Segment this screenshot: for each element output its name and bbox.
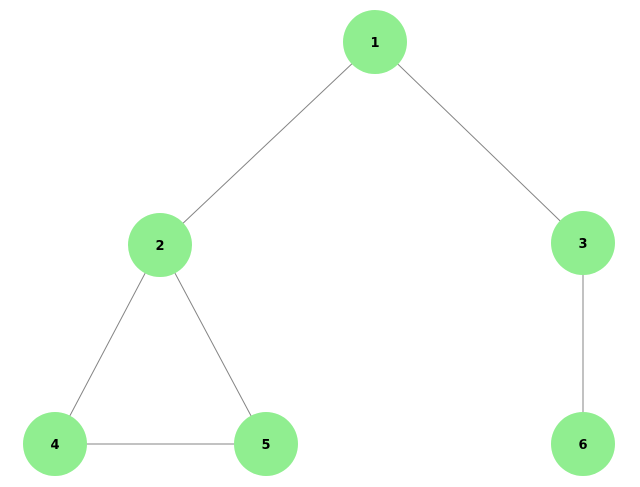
node-circle: [128, 213, 192, 277]
graph-node-6: 6: [551, 412, 615, 476]
graph-edge-2-4: [54, 244, 161, 445]
node-label: 5: [261, 438, 270, 453]
graph-node-4: 4: [23, 412, 87, 476]
node-label: 4: [50, 438, 59, 453]
node-circle: [23, 412, 87, 476]
graph-node-5: 5: [234, 412, 298, 476]
node-circle: [234, 412, 298, 476]
node-label: 2: [155, 239, 164, 254]
graph-edge-2-5: [159, 244, 267, 445]
node-circle: [343, 10, 407, 74]
graph-edge-1-2: [159, 41, 376, 246]
graph-node-3: 3: [551, 211, 615, 275]
node-label: 1: [370, 36, 379, 51]
node-label: 6: [578, 438, 587, 453]
node-circle: [551, 412, 615, 476]
nodes-layer: 1 2 3 4 5 6: [23, 10, 615, 476]
graph-node-1: 1: [343, 10, 407, 74]
node-circle: [551, 211, 615, 275]
edges-layer: [54, 41, 584, 445]
graph-node-2: 2: [128, 213, 192, 277]
node-label: 3: [578, 237, 587, 252]
graph-edge-1-3: [374, 41, 584, 244]
